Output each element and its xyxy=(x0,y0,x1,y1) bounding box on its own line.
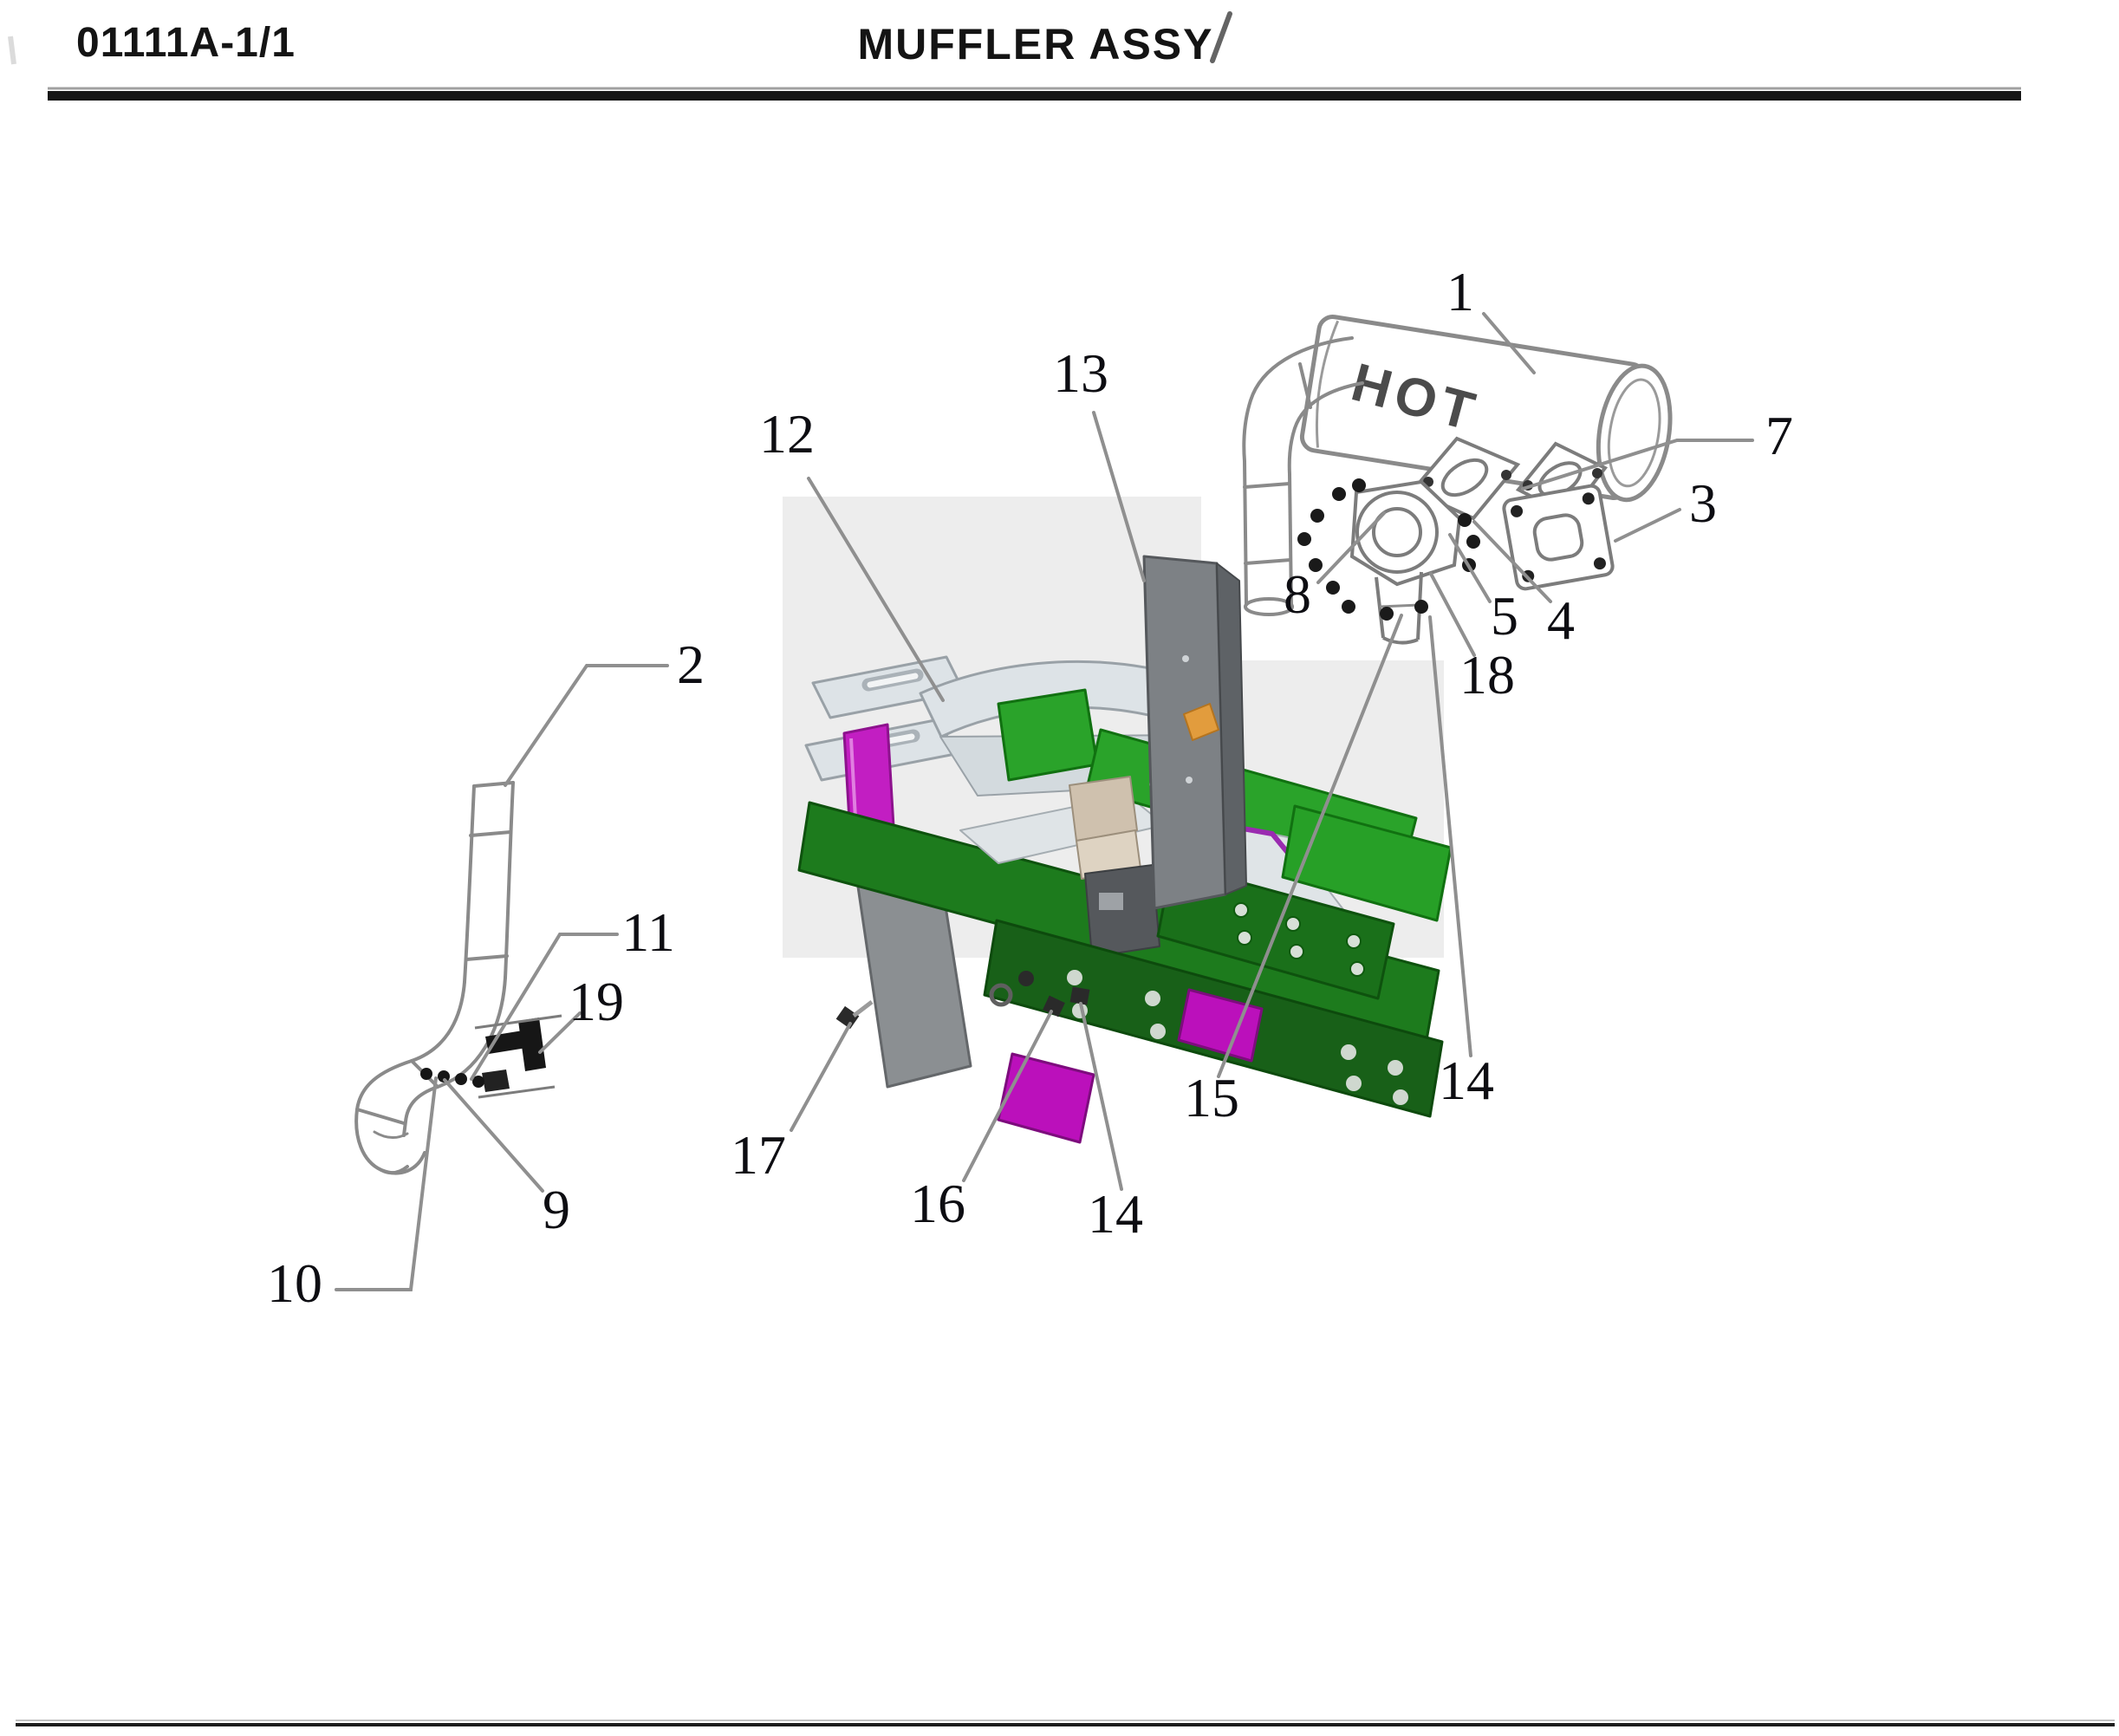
callout-12: 12 xyxy=(759,403,815,465)
green-plate-right xyxy=(1281,804,1453,922)
leader-line-10 xyxy=(335,1076,438,1291)
callout-7: 7 xyxy=(1765,405,1793,466)
leader-line-14 xyxy=(1079,1002,1123,1191)
leader-line-13 xyxy=(1092,411,1146,582)
leader-line-8 xyxy=(1316,511,1386,584)
loose-hardware xyxy=(835,971,1090,1030)
tan-block xyxy=(1069,776,1138,842)
callout-18: 18 xyxy=(1459,644,1515,705)
leader-line-2 xyxy=(504,664,669,787)
green-panel-left xyxy=(997,688,1099,782)
pipe-clamp xyxy=(420,1014,562,1099)
leader-lines xyxy=(335,312,1754,1291)
magenta-piece-right xyxy=(1177,988,1264,1063)
bolt-16 xyxy=(1043,995,1065,1018)
callout-3: 3 xyxy=(1689,472,1717,534)
washer xyxy=(989,983,1013,1007)
leader-line-5 xyxy=(1448,533,1492,603)
callout-9: 9 xyxy=(543,1179,570,1240)
elbow-flange-cluster xyxy=(1297,478,1480,645)
nut xyxy=(1018,971,1034,986)
leader-line-17 xyxy=(790,1022,852,1132)
callout-10: 10 xyxy=(267,1252,322,1314)
callout-17: 17 xyxy=(731,1124,786,1186)
bolt-14 xyxy=(1069,986,1090,1005)
leader-line-16 xyxy=(962,1010,1053,1182)
callout-4: 4 xyxy=(1547,589,1575,651)
document-number: 01111A-1/1 xyxy=(76,20,296,66)
leader-line-14 xyxy=(1428,615,1472,1057)
leader-line-4 xyxy=(1472,520,1552,603)
clamp-bolts xyxy=(420,1068,484,1088)
orange-fitting xyxy=(1183,703,1219,741)
callout-16: 16 xyxy=(910,1173,965,1234)
leader-line-18 xyxy=(1429,572,1476,657)
callout-5: 5 xyxy=(1491,585,1518,647)
callout-15: 15 xyxy=(1184,1067,1239,1128)
callout-2: 2 xyxy=(677,634,705,695)
callout-14: 14 xyxy=(1088,1183,1143,1245)
magenta-piece-bottom xyxy=(997,1052,1095,1144)
callout-11: 11 xyxy=(621,901,675,963)
flange-bolts xyxy=(1297,478,1480,621)
dark-gray-block xyxy=(1084,864,1160,958)
leader-line-1 xyxy=(1482,312,1536,374)
leader-line-12 xyxy=(807,477,945,702)
muffler-inlet-pipe xyxy=(1242,336,1364,616)
square-flange xyxy=(1502,484,1615,591)
page-title: MUFFLER ASSY xyxy=(857,20,1214,68)
muffler: HOT xyxy=(1299,315,1673,518)
leader-line-9 xyxy=(443,1078,544,1193)
muffler-outlet-mouth xyxy=(1596,363,1673,503)
callout-19: 19 xyxy=(569,971,624,1032)
page-rules xyxy=(8,11,2115,1726)
exhaust-stand-pipe xyxy=(354,781,515,1175)
stray-mark xyxy=(1210,11,1232,63)
callout-1: 1 xyxy=(1446,261,1474,322)
screw-17 xyxy=(835,1005,860,1030)
leader-line-7 xyxy=(1521,439,1754,491)
leader-line-11 xyxy=(470,933,619,1081)
leader-line-19 xyxy=(538,1011,582,1054)
callout-8: 8 xyxy=(1284,563,1311,625)
leader-line-15 xyxy=(1217,614,1403,1078)
callout-13: 13 xyxy=(1053,342,1108,404)
frame-assembly xyxy=(797,555,1453,1144)
leader-line-3 xyxy=(1614,508,1681,543)
callout-14: 14 xyxy=(1439,1050,1494,1111)
